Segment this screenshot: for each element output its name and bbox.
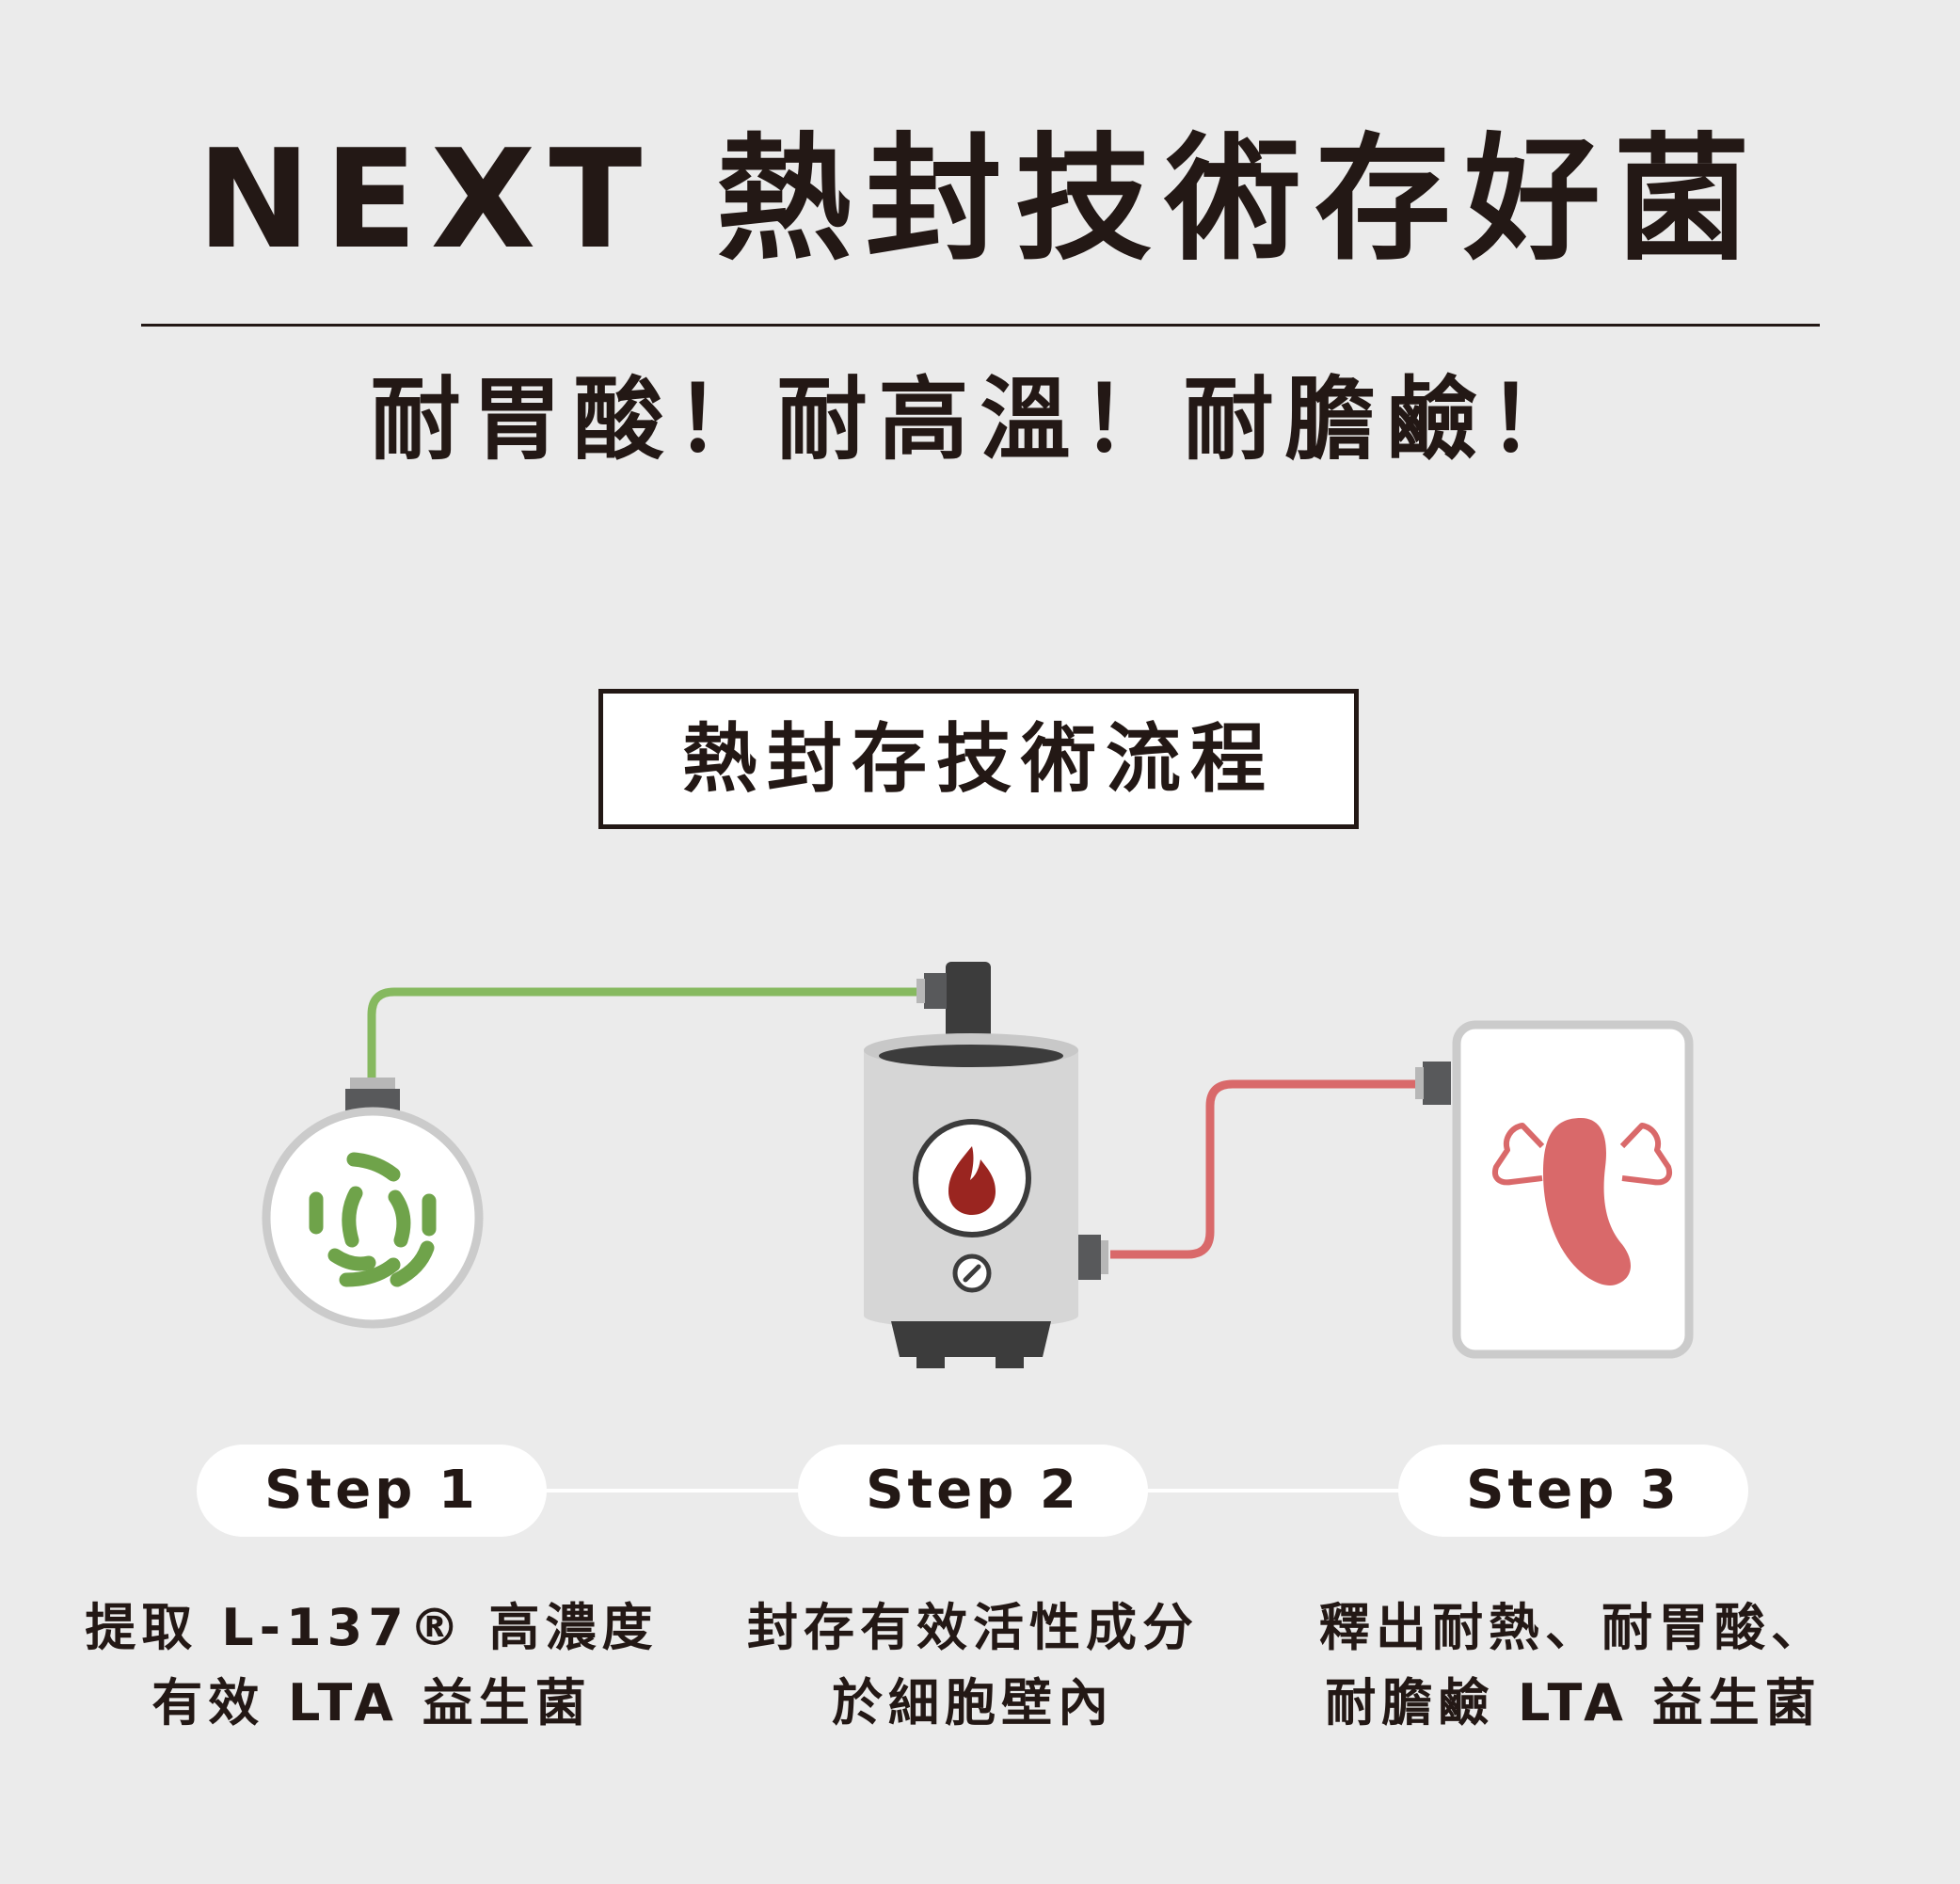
step-2-desc-line-2: 於細胞壁內 [832, 1673, 1114, 1732]
step-1-desc-line-1: 提取 L-137® 高濃度 [85, 1598, 659, 1657]
process-label: 熱封存技術流程 [682, 714, 1275, 803]
title-divider [141, 324, 1820, 327]
red-pipe [1110, 1079, 1423, 1259]
green-pipe [367, 987, 922, 1082]
step-3-label: Step 3 [1466, 1460, 1681, 1521]
step-1-desc-line-2: 有效 LTA 益生菌 [151, 1673, 592, 1732]
step-1-description: 提取 L-137® 高濃度 有效 LTA 益生菌 [71, 1590, 673, 1741]
process-label-box: 熱封存技術流程 [598, 689, 1359, 829]
heat-seal-machine-icon [864, 962, 1108, 1368]
step-2-desc-line-1: 封存有效活性成分 [747, 1598, 1199, 1657]
page-subtitle: 耐胃酸！耐高溫！耐膽鹼！ [370, 367, 1590, 472]
step-1-label: Step 1 [264, 1460, 479, 1521]
step-2-label: Step 2 [866, 1460, 1080, 1521]
step-3-description: 釋出耐熱、耐胃酸、 耐膽鹼 LTA 益生菌 [1272, 1590, 1874, 1741]
step-3-desc-line-2: 耐膽鹼 LTA 益生菌 [1325, 1673, 1822, 1732]
strong-bacteria-icon [1415, 1020, 1694, 1359]
page-title: NEXT 熱封技術存好菌 [197, 120, 1763, 279]
step-1-pill: Step 1 [197, 1445, 547, 1537]
step-3-pill: Step 3 [1398, 1445, 1748, 1537]
step-3-desc-line-1: 釋出耐熱、耐胃酸、 [1319, 1598, 1827, 1657]
bacteria-icon [262, 1078, 484, 1329]
step-2-description: 封存有效活性成分 於細胞壁內 [672, 1590, 1274, 1741]
step-2-pill: Step 2 [798, 1445, 1148, 1537]
